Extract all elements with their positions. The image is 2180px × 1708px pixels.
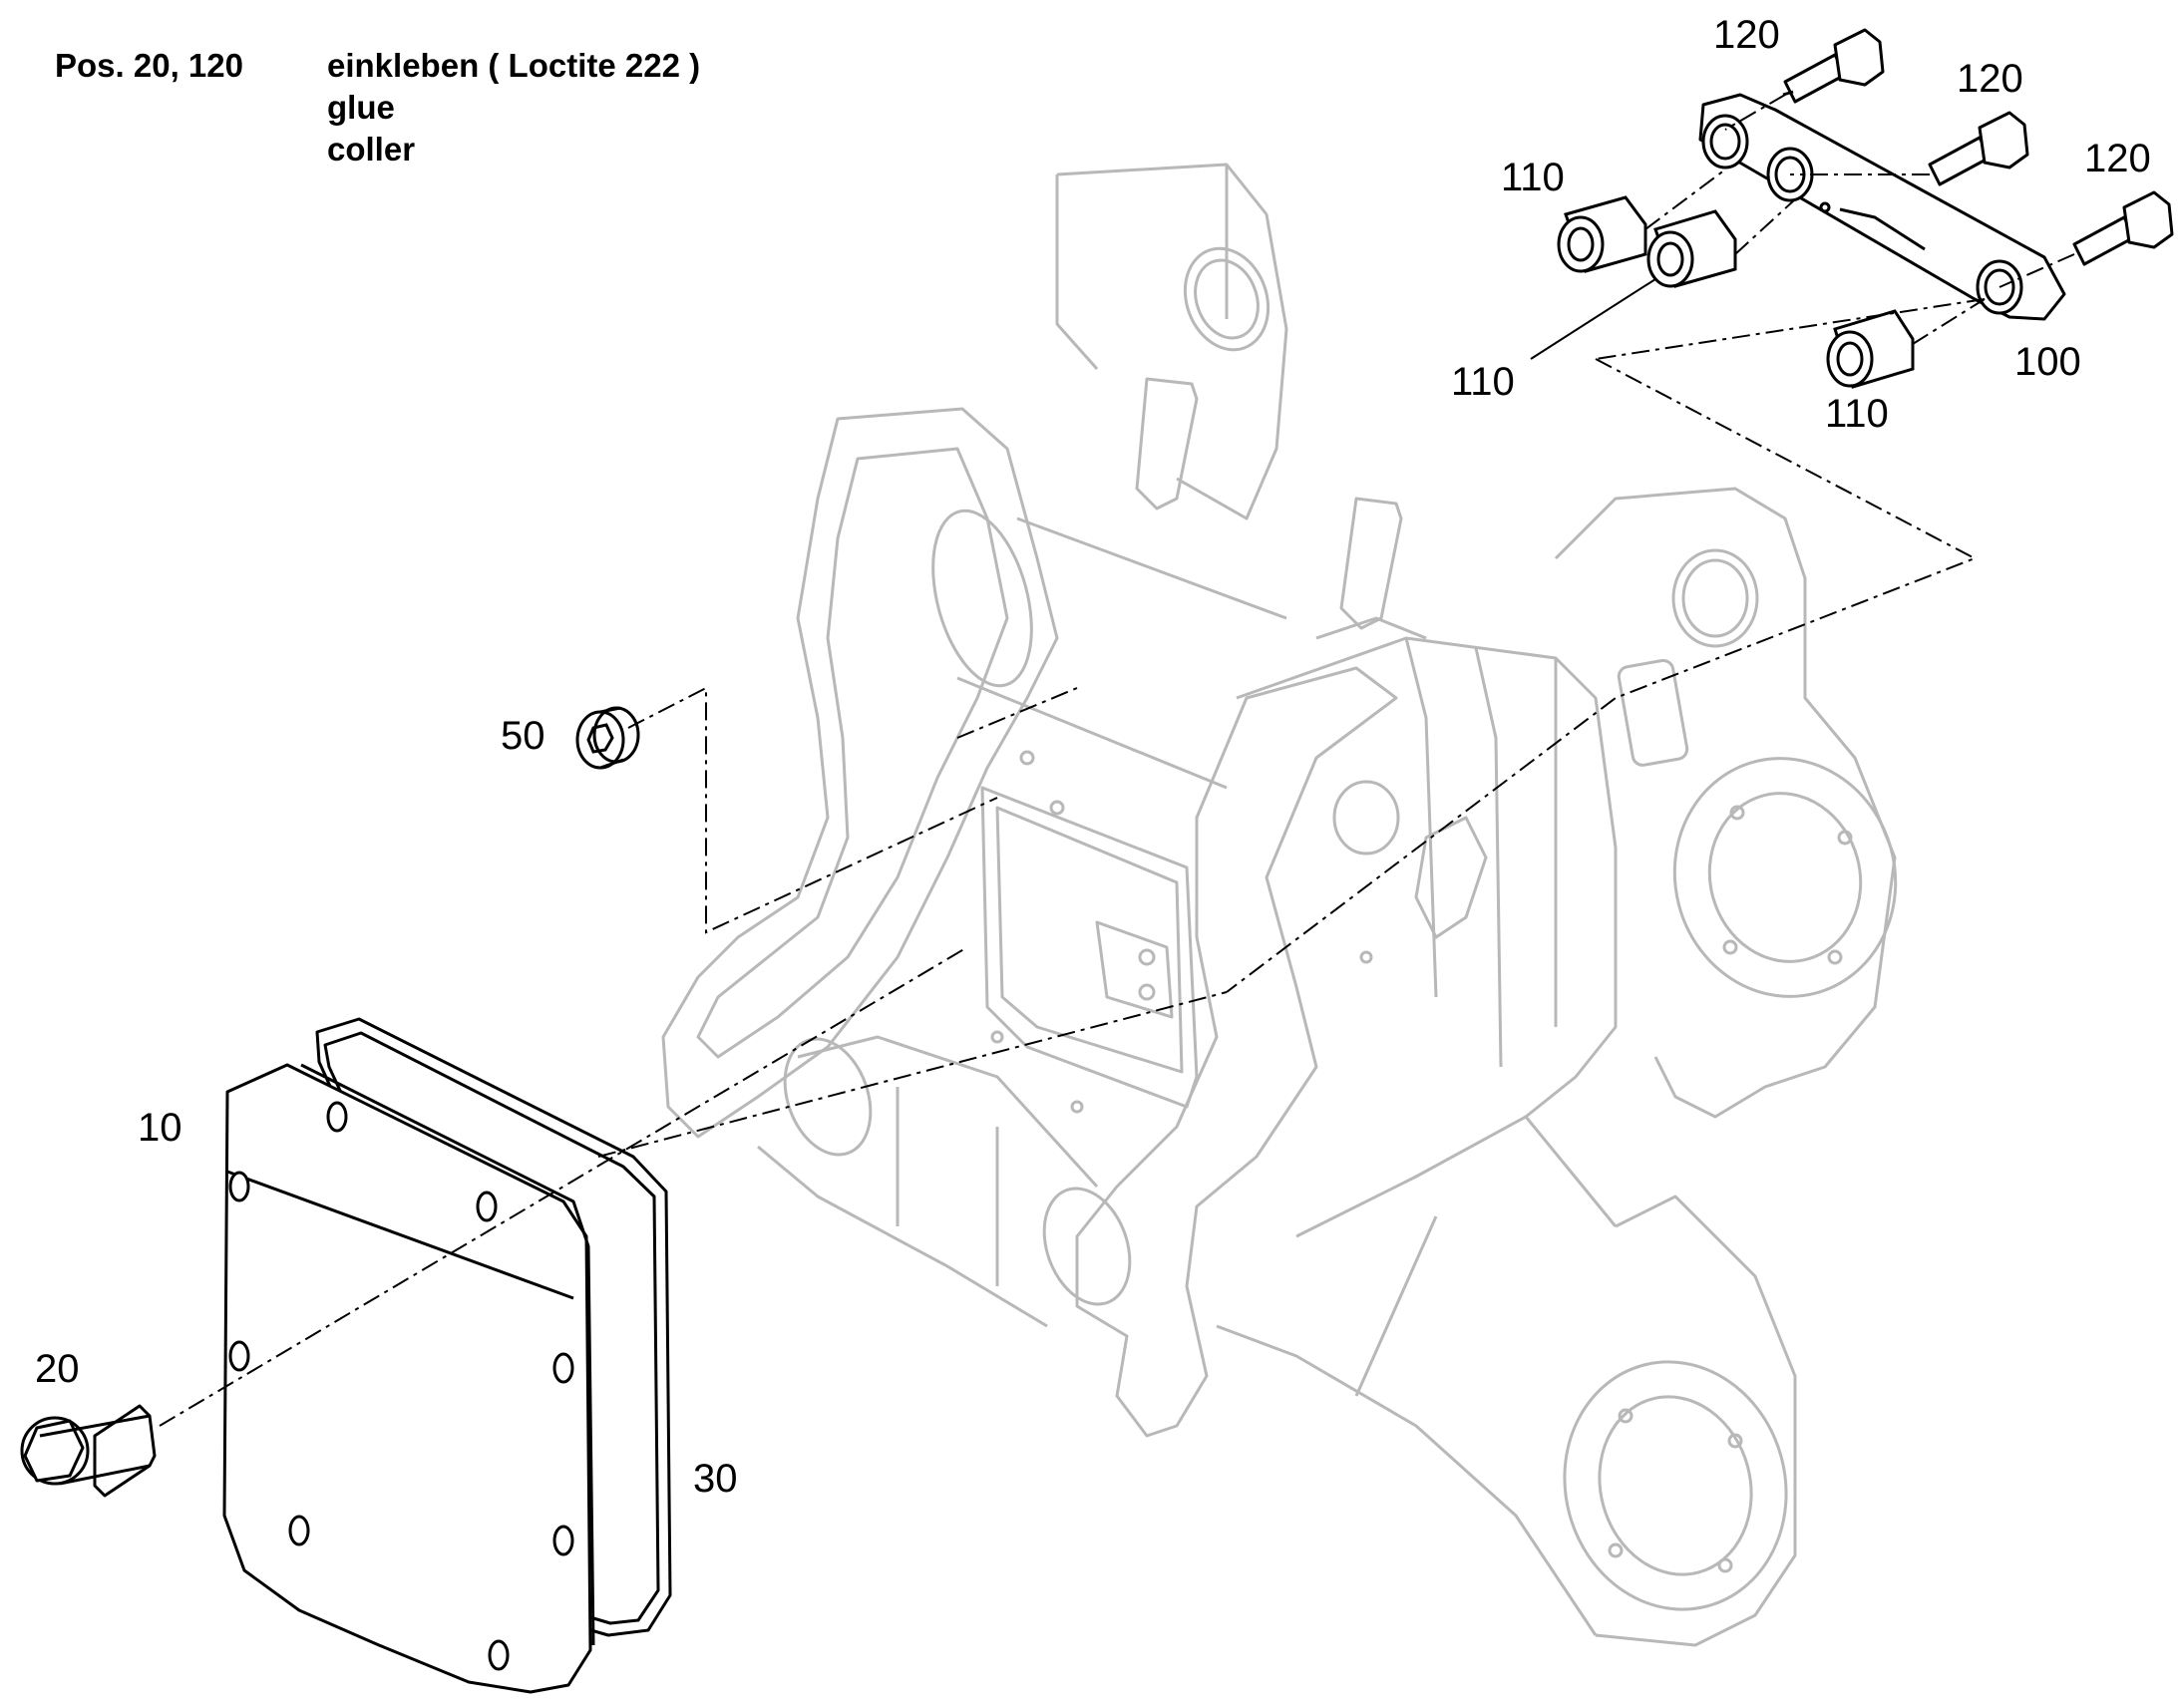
callout-100: 100 bbox=[2014, 340, 2081, 384]
plug-50 bbox=[575, 706, 640, 770]
cover-plate-10 bbox=[222, 1017, 672, 1694]
note-glue-de: einkleben ( Loctite 222 ) bbox=[327, 47, 701, 84]
callout-110-lower: 110 bbox=[1451, 360, 1515, 404]
callout-110-right: 110 bbox=[1825, 392, 1889, 436]
bushing-110-b bbox=[1646, 209, 1737, 288]
bolt-20 bbox=[20, 1404, 157, 1498]
callout-30: 30 bbox=[693, 1457, 738, 1501]
callout-50: 50 bbox=[501, 714, 545, 758]
bushing-110-c bbox=[1826, 309, 1915, 389]
bracket-100 bbox=[1698, 93, 2066, 321]
callout-10: 10 bbox=[138, 1106, 182, 1150]
bushing-110-a bbox=[1557, 195, 1647, 273]
callout-120-right: 120 bbox=[2084, 137, 2151, 180]
callout-120-top: 120 bbox=[1713, 13, 1780, 57]
callout-120-middle: 120 bbox=[1957, 57, 2023, 101]
callout-110-left: 110 bbox=[1501, 156, 1565, 199]
callout-20: 20 bbox=[35, 1347, 80, 1391]
assembly-lines bbox=[159, 94, 2075, 1427]
bolt-120-c bbox=[2072, 190, 2174, 266]
note-glue-en: glue bbox=[327, 89, 395, 126]
bolt-120-a bbox=[1782, 28, 1885, 104]
note-positions: Pos. 20, 120 bbox=[55, 47, 243, 84]
note-glue-fr: coller bbox=[327, 131, 416, 168]
bolt-120-b bbox=[1928, 111, 2029, 186]
housing bbox=[661, 163, 1898, 1647]
leader-lines bbox=[1530, 278, 1656, 360]
